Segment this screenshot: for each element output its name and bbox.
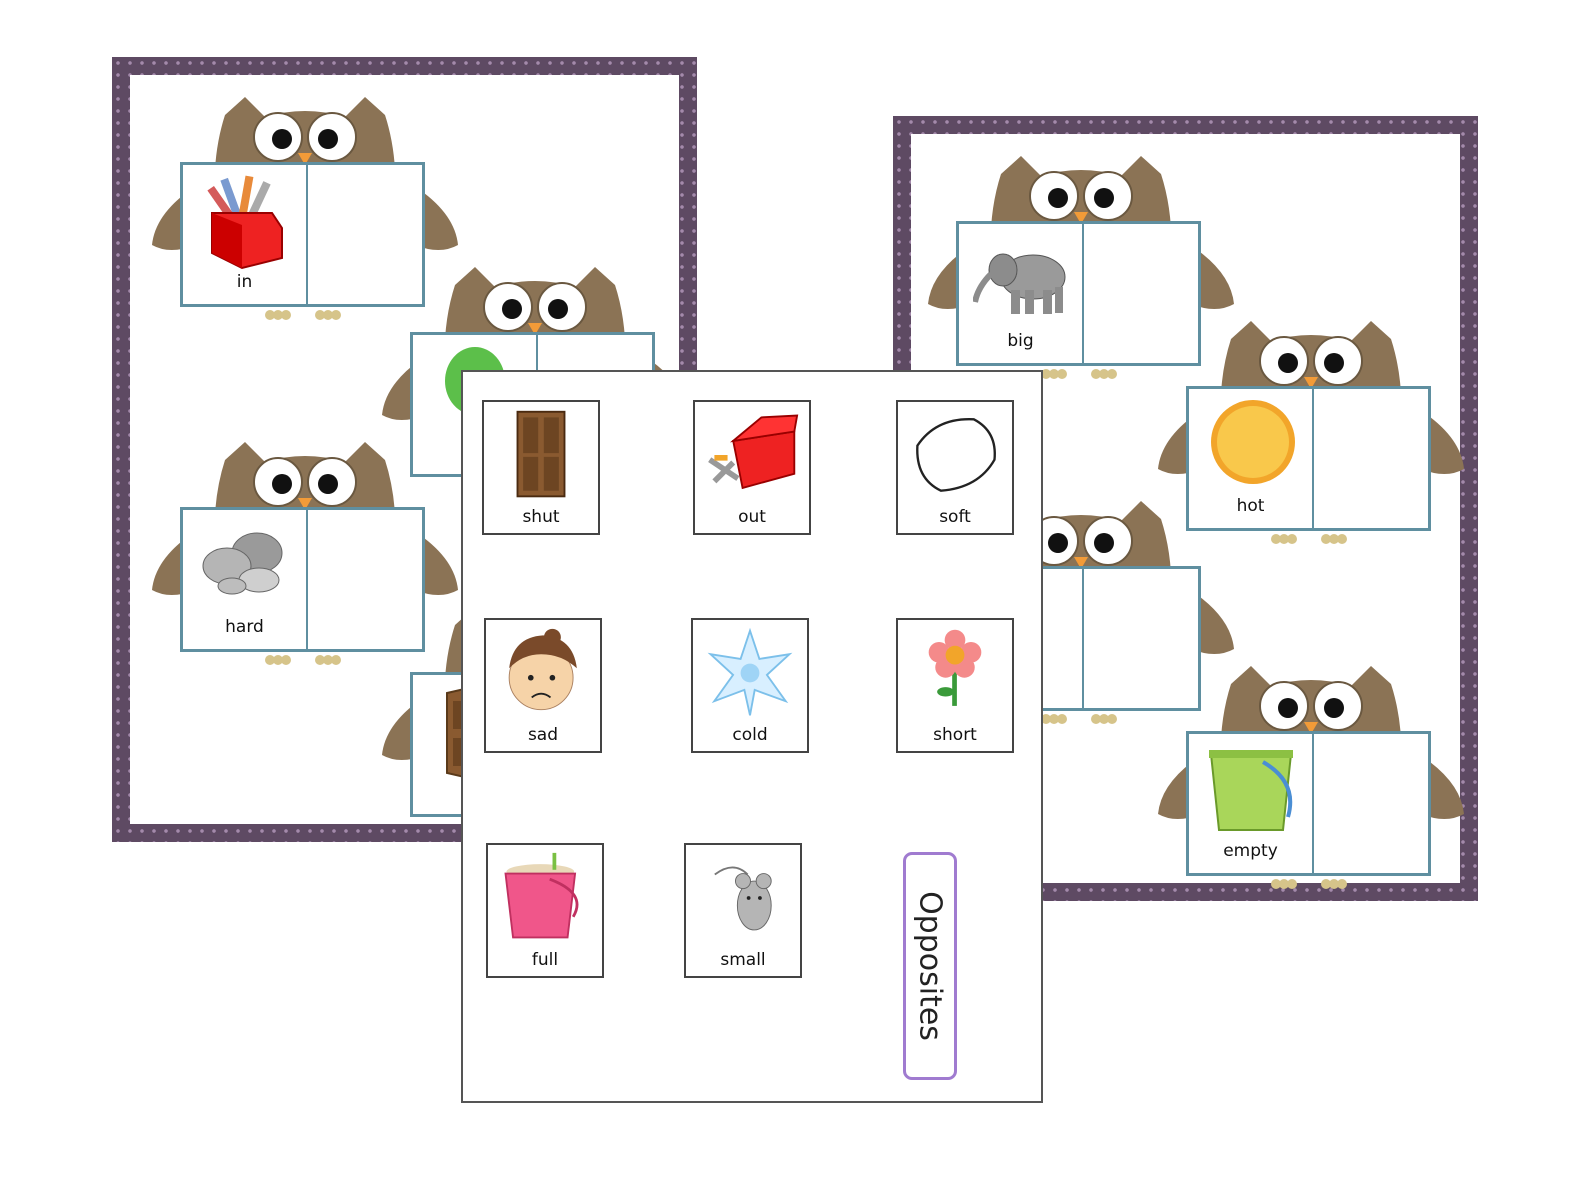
book-page-picture (183, 165, 308, 304)
card-label: sad (527, 725, 559, 745)
word-label: empty (1223, 841, 1278, 861)
empty-bucket-icon (1209, 750, 1293, 831)
card-label: out (738, 507, 766, 527)
word-label: in (236, 272, 253, 292)
sun-icon (1211, 400, 1295, 484)
owl-feet-icon (1271, 534, 1347, 544)
sad-face-icon (508, 628, 577, 711)
card-short[interactable]: short (896, 618, 1014, 753)
owl-feet-icon (265, 310, 341, 320)
flower-icon (928, 629, 982, 706)
mouse-icon (714, 866, 772, 931)
snowflake-icon (707, 627, 793, 716)
toolbox-with-tools-icon (207, 175, 283, 270)
book-page-picture (959, 569, 1084, 708)
owl-feet-icon (1271, 879, 1347, 889)
card-label: cold (732, 725, 768, 745)
door-icon (516, 410, 566, 498)
card-label: soft (939, 507, 971, 527)
owl-book: big (956, 221, 1201, 366)
owl-book-empty: empty (1156, 664, 1466, 894)
owl-book-in: in (150, 95, 460, 325)
card-label: full (531, 950, 559, 970)
owl-book-big: big (926, 154, 1236, 384)
book-page-picture (959, 224, 1084, 363)
owl-book: empty (1186, 731, 1431, 876)
card-label: short (933, 725, 977, 745)
card-sad[interactable]: sad (484, 618, 602, 753)
book-page-picture (1189, 389, 1314, 528)
elephant-icon (973, 253, 1066, 314)
opposites-title-tab: Opposites (903, 852, 957, 1080)
word-label: hard (225, 617, 264, 637)
pillow-icon (916, 418, 996, 492)
full-bucket-icon (504, 852, 579, 939)
word-label: hot (1236, 496, 1265, 516)
opposites-title: Opposites (912, 891, 948, 1041)
card-label: small (720, 950, 766, 970)
owl-book-hot: hot (1156, 319, 1466, 549)
card-shut[interactable]: shut (482, 400, 600, 535)
card-label: shut (522, 507, 560, 527)
owl-book: hot (1186, 386, 1431, 531)
card-out[interactable]: out (693, 400, 811, 535)
picture-cards-sheet: shut out soft sad cold (461, 370, 1043, 1103)
book-page-picture (1189, 734, 1314, 873)
card-cold[interactable]: cold (691, 618, 809, 753)
owl-book-hard: hard (150, 440, 460, 670)
card-small[interactable]: small (684, 843, 802, 978)
owl-book: in (180, 162, 425, 307)
card-full[interactable]: full (486, 843, 604, 978)
owl-feet-icon (265, 655, 341, 665)
card-soft[interactable]: soft (896, 400, 1014, 535)
rocks-icon (202, 532, 283, 595)
book-page-picture (183, 510, 308, 649)
toolbox-icon (708, 414, 799, 490)
word-label: big (1007, 331, 1034, 351)
owl-book: hard (180, 507, 425, 652)
